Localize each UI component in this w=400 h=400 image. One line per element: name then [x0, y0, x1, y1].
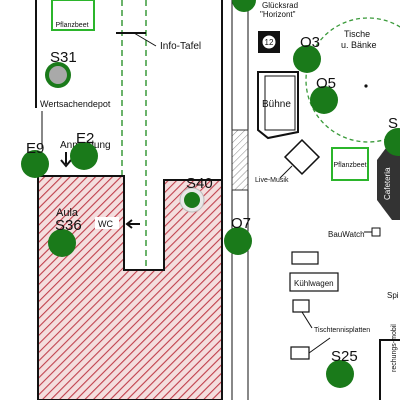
marker-S40[interactable]: S40 — [179, 175, 213, 213]
aula-label: Aula — [56, 207, 79, 219]
marker-S-edge[interactable]: S — [384, 115, 400, 156]
marker-O7-label: O7 — [231, 215, 251, 232]
marker-S36[interactable]: S36 — [48, 217, 82, 257]
marker-S31[interactable]: S31 — [45, 49, 77, 88]
marker-S36-label: S36 — [55, 217, 82, 234]
pflanzbeet-right-label: Pflanzbeet — [333, 162, 366, 169]
marker-O3-label: O3 — [300, 34, 320, 51]
marker-S25[interactable]: S25 — [326, 348, 358, 388]
mobil-label: rechungs-mobil — [391, 324, 398, 372]
gluecksrad-number: 12 — [265, 38, 274, 47]
pflanzbeet-left-label: Pflanzbeet — [55, 22, 88, 29]
aula-building: Aula WC — [37, 175, 223, 400]
tische-area: Tische u. Bänke — [305, 17, 400, 143]
kuehlwagen-label: Kühlwagen — [294, 279, 334, 288]
spi-label: Spi — [387, 291, 399, 300]
baenke-label: u. Bänke — [341, 40, 377, 50]
wc-arrow-icon — [125, 219, 140, 229]
marker-O5-label: O5 — [316, 75, 336, 92]
marker-S40-label: S40 — [186, 175, 213, 192]
marker-O5[interactable]: O5 — [310, 75, 338, 114]
marker-S25-label: S25 — [331, 348, 358, 365]
marker-E9[interactable]: E9 — [21, 140, 49, 178]
gluecksrad-label: Glücksrad — [262, 1, 298, 10]
buehne: Bühne — [257, 71, 299, 140]
pflanzbeet-right: Pflanzbeet — [331, 147, 369, 181]
bauwatch: BauWatch — [328, 227, 381, 239]
wertsachendepot: Wertsachendepot — [40, 99, 111, 148]
live-musik: Live-Musik — [255, 138, 321, 184]
tischtennis-label: Tischtennisplatten — [314, 327, 370, 334]
marker-S31-label: S31 — [50, 49, 77, 66]
marker-top-partial[interactable] — [232, 0, 256, 12]
tische-label: Tische — [344, 29, 370, 39]
info-tafel-label: Info-Tafel — [160, 41, 201, 52]
entrance-arrow-icon — [60, 152, 72, 168]
info-tafel: Info-Tafel — [116, 32, 201, 52]
buehne-label: Bühne — [262, 99, 291, 110]
marker-S-edge-label: S — [388, 115, 398, 132]
road-strip — [221, 0, 249, 400]
horizont-label: "Horizont" — [260, 10, 296, 19]
live-musik-label: Live-Musik — [255, 177, 289, 184]
pflanzbeet-left: Pflanzbeet — [51, 0, 95, 31]
marker-E2-label: E2 — [76, 130, 94, 147]
footpath-dashed — [121, 0, 147, 271]
tischtennis: Tischtennisplatten — [290, 299, 370, 360]
wc-label: WC — [98, 219, 113, 229]
wertsachendepot-label: Wertsachendepot — [40, 99, 111, 109]
cafeteria: Cafeteria — [377, 140, 400, 220]
cafeteria-label: Cafeteria — [383, 167, 392, 200]
marker-O7[interactable]: O7 — [224, 215, 252, 255]
bauwatch-label: BauWatch — [328, 230, 365, 239]
kuehlwagen: Kühlwagen — [289, 251, 339, 292]
gluecksrad: Glücksrad "Horizont" 12 — [258, 1, 298, 53]
marker-E2[interactable]: E2 — [70, 130, 98, 170]
building-outline-right — [379, 339, 400, 400]
marker-E9-label: E9 — [26, 140, 44, 157]
marker-O3[interactable]: O3 — [293, 34, 321, 73]
